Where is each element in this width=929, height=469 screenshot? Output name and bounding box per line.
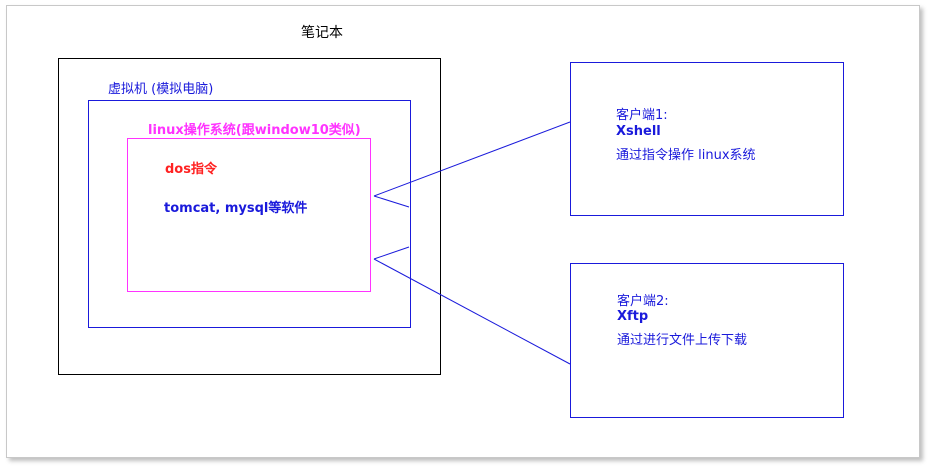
software-label: tomcat, mysql等软件 (164, 201, 308, 216)
linux-box (127, 138, 371, 292)
client2-desc: 通过进行文件上传下载 (617, 333, 748, 348)
laptop-box (58, 58, 441, 375)
arrow-client2-to-linux (373, 246, 571, 365)
client1-box (570, 62, 844, 216)
diagram-frame (6, 5, 920, 458)
client1-desc: 通过指令操作 linux系统 (616, 148, 756, 163)
vm-box (88, 100, 411, 328)
laptop-title: 笔记本 (301, 25, 343, 41)
client2-box (570, 263, 844, 418)
linux-label: linux操作系统(跟window10类似) (148, 123, 361, 138)
client1-title: 客户端1: (616, 108, 668, 123)
arrow-client1-to-linux (373, 121, 571, 208)
dos-label: dos指令 (165, 162, 217, 177)
client2-title: 客户端2: (617, 294, 669, 309)
client1-app: Xshell (616, 124, 661, 139)
client2-app: Xftp (617, 309, 649, 324)
vm-label: 虚拟机 (模拟电脑) (108, 82, 214, 97)
